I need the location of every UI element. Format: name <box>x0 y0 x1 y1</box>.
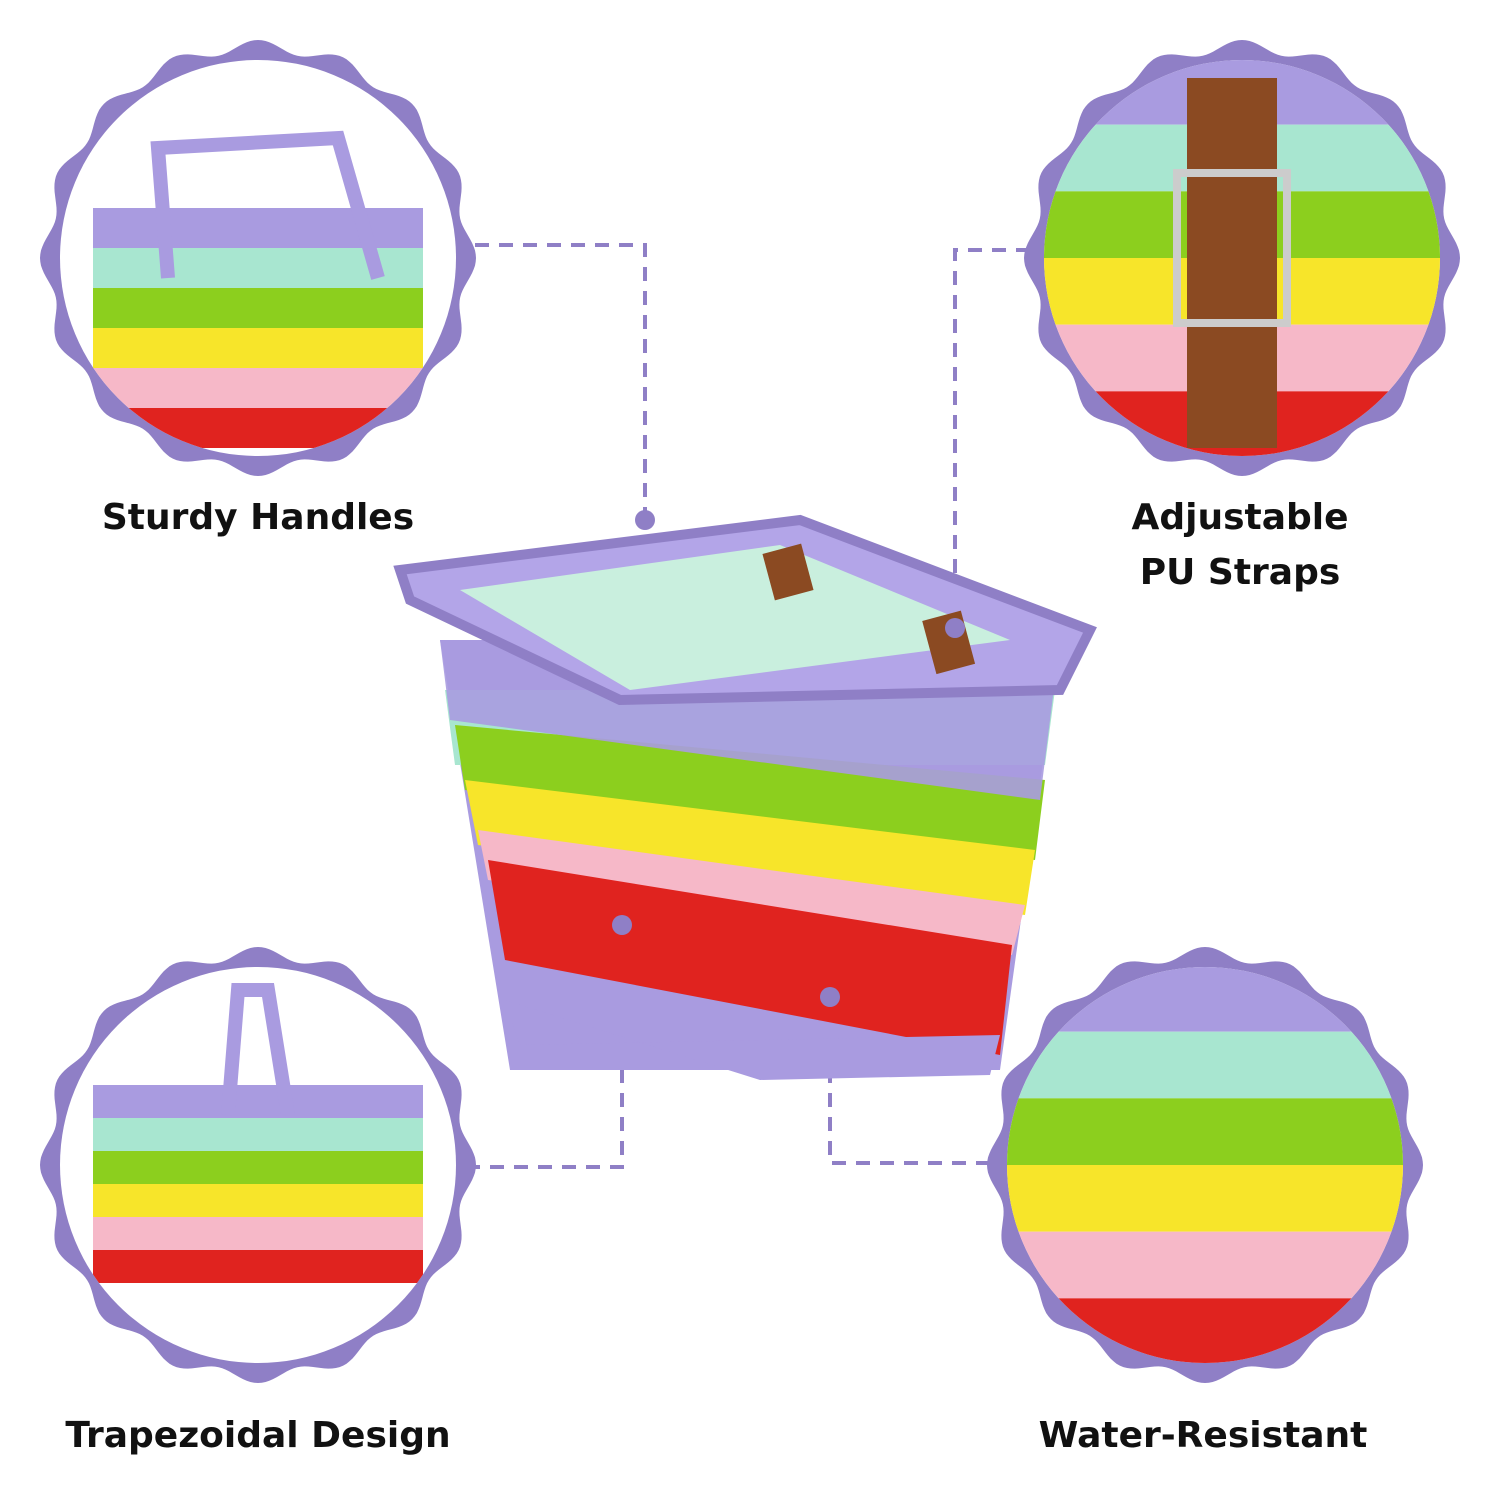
handle <box>150 130 385 280</box>
weave-stripe <box>93 1217 423 1250</box>
weave-stripe <box>1007 1098 1403 1165</box>
feature-label-sturdy-handles: Sturdy Handles <box>101 497 415 538</box>
feature-label-water-resistant: Water-Resistant <box>1038 1415 1368 1456</box>
feature-label-line-1: Adjustable <box>1131 497 1349 538</box>
weave-stripe <box>93 288 423 328</box>
connector-straps <box>953 248 1030 628</box>
handle <box>221 983 295 1117</box>
weave-stripe <box>93 1118 423 1151</box>
badge-water-resistant <box>987 947 1423 1383</box>
badge-trapezoidal-design <box>40 947 476 1383</box>
badge-adjustable-straps <box>1024 40 1460 476</box>
weave-stripe <box>93 328 423 368</box>
weave-stripe <box>1007 1165 1403 1232</box>
weave-stripe <box>1007 1231 1403 1299</box>
buckle <box>1173 169 1291 327</box>
weave-stripe <box>1007 1031 1403 1099</box>
feature-label-trapezoidal-design: Trapezoidal Design <box>65 1415 451 1456</box>
basket-main-image <box>393 510 1097 1080</box>
weave-stripe <box>93 1250 423 1283</box>
badge-sturdy-handles <box>40 40 476 476</box>
connector-handles <box>475 243 647 520</box>
feature-label-adjustable-straps: Adjustable PU Straps <box>1131 490 1348 600</box>
pu-strap <box>1187 78 1277 448</box>
feature-label-line-2: PU Straps <box>1139 552 1341 593</box>
weave-stripe <box>93 1184 423 1217</box>
weave-stripe <box>93 1085 423 1118</box>
weave-stripe <box>93 368 423 408</box>
weave-stripe <box>93 1151 423 1184</box>
